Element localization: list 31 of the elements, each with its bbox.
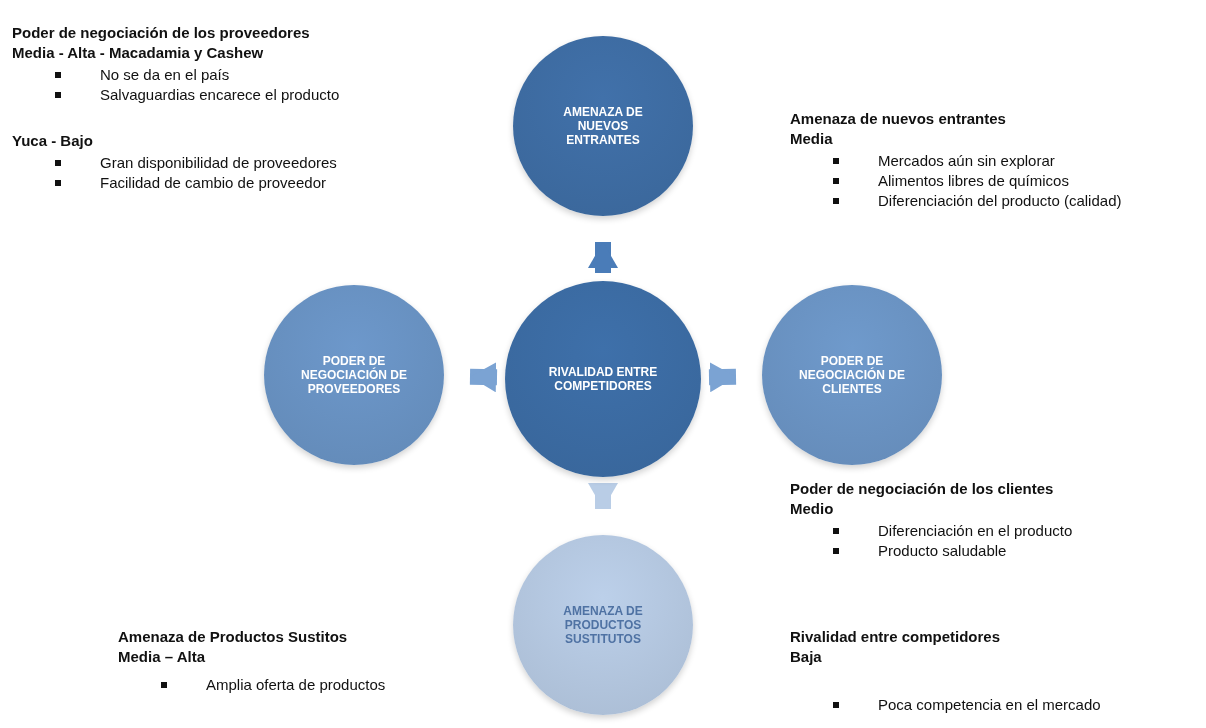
heading-text: Baja [790, 648, 822, 666]
node-label: RIVALIDAD ENTRE COMPETIDORES [547, 365, 659, 393]
heading-text: Medio [790, 500, 834, 518]
bullet-text: Mercados aún sin explorar [878, 152, 1055, 170]
bullet-text: Alimentos libres de químicos [878, 172, 1069, 190]
bullet-text: Gran disponibilidad de proveedores [100, 154, 337, 172]
bullet-text: Diferenciación del producto (calidad) [878, 192, 1122, 210]
node-label: AMENAZA DE NUEVOS ENTRANTES [562, 105, 644, 147]
bullet-text: Amplia oferta de productos [206, 676, 386, 694]
block-arrow [708, 362, 737, 393]
heading-text: Amenaza de Productos Sustitos [118, 628, 348, 646]
heading-text: Poder de negociación de los clientes [790, 480, 1054, 498]
bullet-text: No se da en el país [100, 66, 230, 84]
node-label: PODER DE NEGOCIACIÓN DE CLIENTES [798, 354, 906, 396]
heading-text: Yuca - Bajo [12, 132, 93, 150]
node-label: AMENAZA DE PRODUCTOS SUSTITUTOS [562, 604, 644, 646]
heading-text: Media - Alta - Macadamia y Cashew [12, 44, 264, 62]
bullet-text: Producto saludable [878, 542, 1007, 560]
bullet-text: Poca competencia en el mercado [878, 696, 1101, 714]
bullet-text: Facilidad de cambio de proveedor [100, 174, 326, 192]
block-arrow [588, 242, 618, 273]
node-label: PODER DE NEGOCIACIÓN DE PROVEEDORES [300, 354, 408, 396]
heading-text: Poder de negociación de los proveedores [12, 24, 310, 42]
heading-text: Rivalidad entre competidores [790, 628, 1001, 646]
block-arrow [469, 362, 498, 393]
bullet-text: Salvaguardias encarece el producto [100, 86, 340, 104]
heading-text: Media [790, 130, 833, 148]
block-arrow [588, 483, 618, 509]
heading-text: Amenaza de nuevos entrantes [790, 110, 1006, 128]
heading-text: Media – Alta [118, 648, 205, 666]
bullet-text: Diferenciación en el producto [878, 522, 1073, 540]
